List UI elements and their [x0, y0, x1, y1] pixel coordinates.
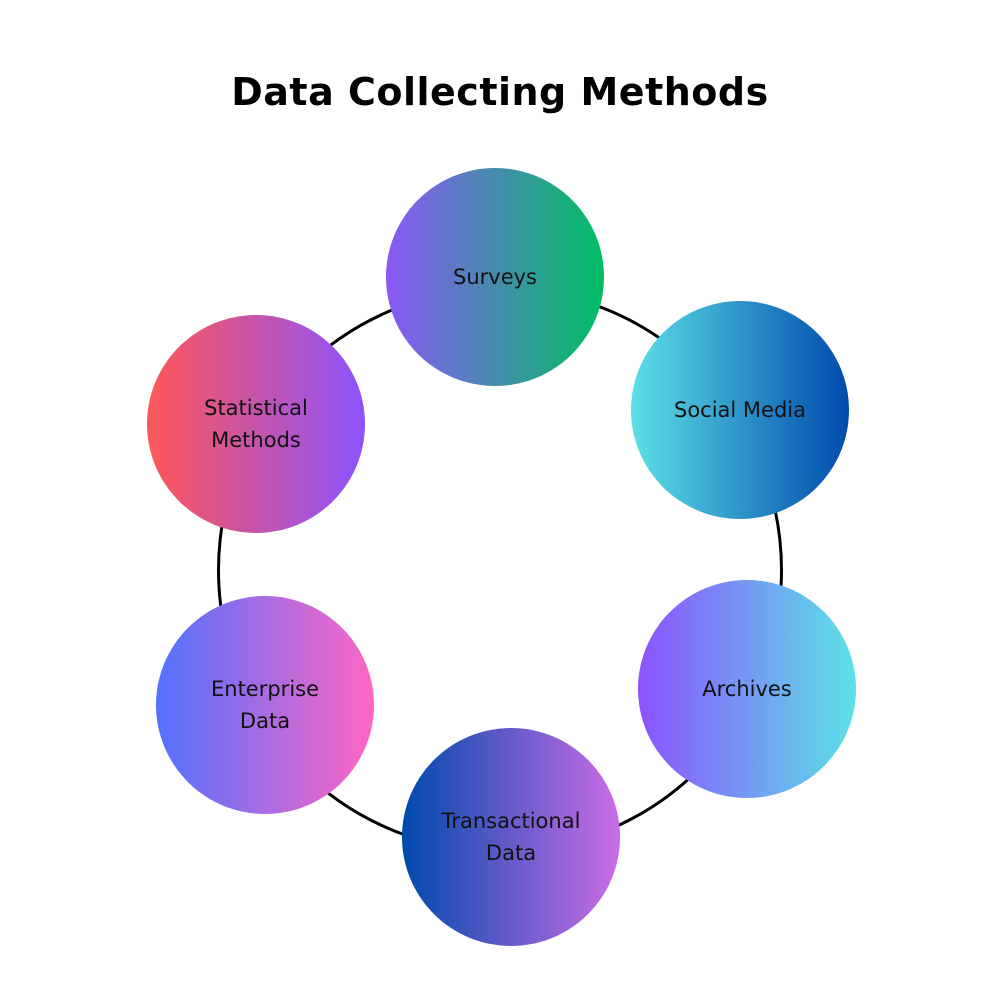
node-label-transactional-data: Transactional Data [441, 809, 581, 865]
node-label-enterprise-data: Enterprise Data [210, 677, 320, 733]
node-label-archives: Archives [702, 677, 792, 701]
node-surveys: Surveys [386, 168, 604, 386]
node-label-statistical-methods: Statistical Methods [204, 396, 308, 452]
node-enterprise-data: Enterprise Data [156, 596, 374, 814]
node-label-social-media: Social Media [673, 398, 806, 422]
node-social-media: Social Media [631, 301, 849, 519]
node-statistical-methods: Statistical Methods [147, 315, 365, 533]
diagram-title: Data Collecting Methods [231, 70, 769, 114]
node-transactional-data: Transactional Data [402, 728, 620, 946]
node-label-surveys: Surveys [453, 265, 537, 289]
node-archives: Archives [638, 580, 856, 798]
